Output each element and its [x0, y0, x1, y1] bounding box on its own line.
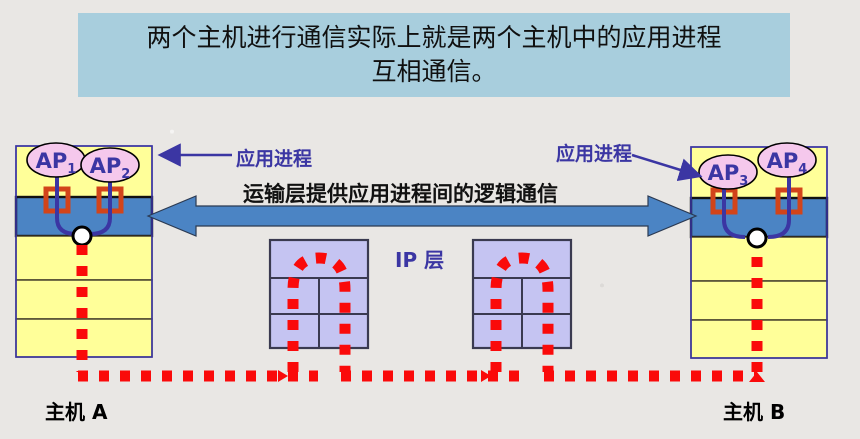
- host-b-outline: [690, 146, 828, 359]
- label-host-b: 主机 B: [723, 400, 786, 424]
- data-path-arrowheads: [278, 370, 765, 382]
- label-ip-layer: IP 层: [395, 248, 445, 272]
- label-host-a: 主机 A: [45, 400, 108, 424]
- banner-line-2: 互相通信。: [371, 57, 497, 86]
- host-b-connector-4: [767, 170, 791, 239]
- host-a-junction-dot: [71, 225, 93, 247]
- host-a-connector-2: [89, 172, 112, 236]
- host-b-junction-dot: [746, 227, 768, 249]
- banner-title-box: 两个主机进行通信实际上就是两个主机中的应用进程 互相通信。: [78, 13, 790, 97]
- transport-arrow-shape: [146, 195, 698, 237]
- arrowhead-into-hostb: [749, 372, 765, 382]
- transport-logical-arrow: [146, 195, 698, 237]
- host-b-stack: AP3 AP4: [689, 142, 829, 359]
- label-app-process-left: 应用进程: [236, 148, 313, 170]
- host-a-stack: AP1 AP2: [14, 142, 154, 358]
- label-transport-logical-communication: 运输层提供应用进程间的逻辑通信: [243, 182, 558, 206]
- host-b-process-ap4-ellipse: [757, 142, 817, 178]
- data-path-red: [76, 245, 763, 382]
- host-a-process-ap2-ellipse: [80, 147, 140, 183]
- data-path-router1-hop: [287, 252, 351, 372]
- arrowhead-into-router2: [481, 370, 491, 382]
- host-b-connector-3: [722, 178, 746, 239]
- banner-line-1: 两个主机进行通信实际上就是两个主机中的应用进程: [146, 23, 722, 52]
- arrowhead-into-router1: [278, 370, 288, 382]
- data-path-router2-hop: [490, 252, 554, 372]
- label-app-process-right: 应用进程: [556, 143, 633, 165]
- app-process-right-pointer: [631, 153, 703, 182]
